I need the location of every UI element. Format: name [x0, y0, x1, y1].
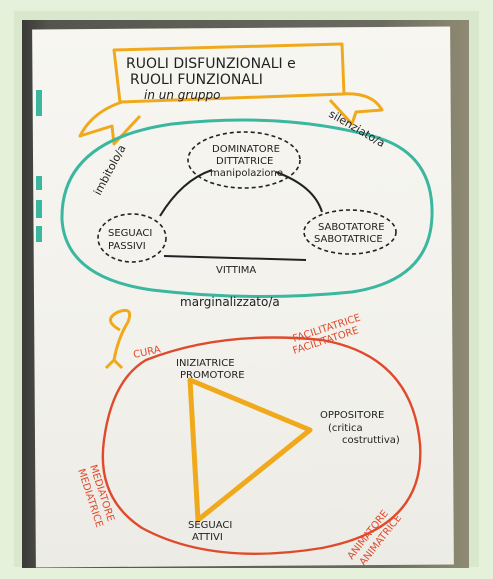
role-dominatore: DOMINATORE [212, 144, 280, 155]
connector-arc [159, 169, 323, 261]
bubble-seguaci-passivi [97, 213, 167, 263]
role-manipolazione: manipolazione [210, 168, 283, 179]
label-marginalizzato: marginalizzato/a [180, 295, 280, 309]
role-oppositore: OPPOSITORE [320, 410, 384, 421]
role-iniziatrice: INIZIATRICE [176, 358, 235, 369]
role-promotore: PROMOTORE [180, 370, 245, 381]
red-circle [101, 336, 422, 555]
curl-arrow [104, 308, 132, 370]
label-vittima: VITTIMA [216, 265, 256, 276]
edge-marks [36, 90, 42, 242]
teal-oval [60, 118, 434, 299]
title-line-3: in un gruppo [144, 88, 221, 102]
role-sabotatrice: SABOTATRICE [314, 234, 383, 245]
title-banner [78, 42, 384, 146]
bubble-dominatore [187, 131, 301, 189]
role-seguaci: SEGUACI [108, 228, 152, 239]
bubble-sabotatore [303, 209, 397, 255]
poster-drawing: RUOLI DISFUNZIONALI e RUOLI FUNZIONALI i… [36, 42, 434, 568]
role-critica: (critica [328, 423, 363, 434]
role-dittatrice: DITTATRICE [216, 156, 273, 167]
role-seguaci-attivi-2: ATTIVI [192, 532, 223, 543]
title-line-1: RUOLI DISFUNZIONALI e [126, 56, 296, 72]
orange-triangle [187, 377, 313, 523]
role-costruttiva: costruttiva) [342, 435, 400, 446]
role-passivi: PASSIVI [108, 241, 146, 252]
role-sabotatore: SABOTATORE [318, 222, 385, 233]
role-seguaci-attivi-1: SEGUACI [188, 520, 232, 531]
photo: RUOLI DISFUNZIONALI e RUOLI FUNZIONALI i… [22, 20, 469, 568]
title-line-2: RUOLI FUNZIONALI [130, 72, 263, 88]
